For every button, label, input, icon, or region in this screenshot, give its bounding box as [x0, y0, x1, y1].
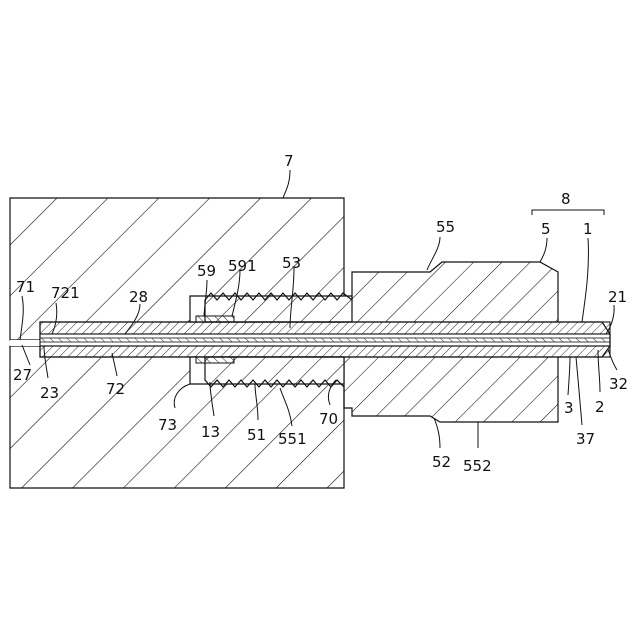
ref-28: 28 — [129, 288, 148, 306]
ref-51: 51 — [247, 426, 266, 444]
ref-2: 2 — [595, 398, 605, 416]
ref-1: 1 — [583, 220, 593, 238]
ref-721: 721 — [51, 284, 80, 302]
ref-8: 8 — [561, 190, 571, 208]
ref-32: 32 — [609, 375, 628, 393]
ref-37: 37 — [576, 430, 595, 448]
tube-core-band — [40, 338, 610, 342]
ref-70: 70 — [319, 410, 338, 428]
collar-upper — [196, 316, 234, 322]
ref-591: 591 — [228, 257, 257, 275]
ref-13: 13 — [201, 423, 220, 441]
ref-53: 53 — [282, 254, 301, 272]
ref-27: 27 — [13, 366, 32, 384]
tube-bore-channel — [10, 340, 40, 346]
ref-55: 55 — [436, 218, 455, 236]
ref-71: 71 — [16, 278, 35, 296]
ref-23: 23 — [40, 384, 59, 402]
ref-3: 3 — [564, 399, 574, 417]
ref-59: 59 — [197, 262, 216, 280]
ref-52: 52 — [432, 453, 451, 471]
collar-lower — [196, 357, 234, 363]
ref-21: 21 — [608, 288, 627, 306]
outer-sleeve-top — [40, 322, 610, 334]
ref-73: 73 — [158, 416, 177, 434]
ref-5: 5 — [541, 220, 551, 238]
outer-sleeve-bottom — [40, 346, 610, 357]
ref-72: 72 — [106, 380, 125, 398]
ref-552: 552 — [463, 457, 492, 475]
ref-7: 7 — [284, 152, 294, 170]
ref-551: 551 — [278, 430, 307, 448]
